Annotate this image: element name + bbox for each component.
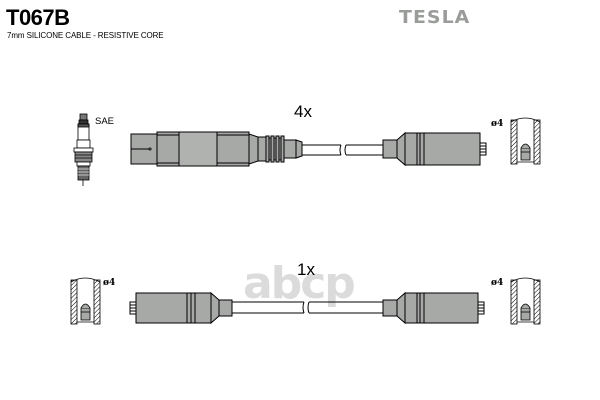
bottom-right-terminal-diameter: ø4 [491,278,504,288]
top-set-quantity: 4x [294,102,312,121]
part-number-title: T067B [6,5,70,30]
top-left-boot [130,131,303,167]
bottom-cable [232,301,383,314]
top-terminal-diameter: ø4 [491,119,504,129]
top-right-boot [382,131,487,167]
spark-plug-icon [73,113,94,186]
watermark: abcp [243,258,356,309]
bottom-right-terminal-icon [510,277,541,325]
cable-description: 7mm SILICONE CABLE - RESISTIVE CORE [7,31,164,40]
brand-logo: TESLA [399,7,471,28]
bottom-left-boot [129,291,233,325]
bottom-set-quantity: 1x [297,260,315,279]
top-cable [302,144,383,156]
top-right-terminal-icon [510,117,541,165]
plug-standard-label: SAE [95,116,115,127]
bottom-right-boot [382,291,485,325]
bottom-left-terminal-icon [70,277,101,325]
bottom-left-terminal-diameter: ø4 [103,278,116,288]
